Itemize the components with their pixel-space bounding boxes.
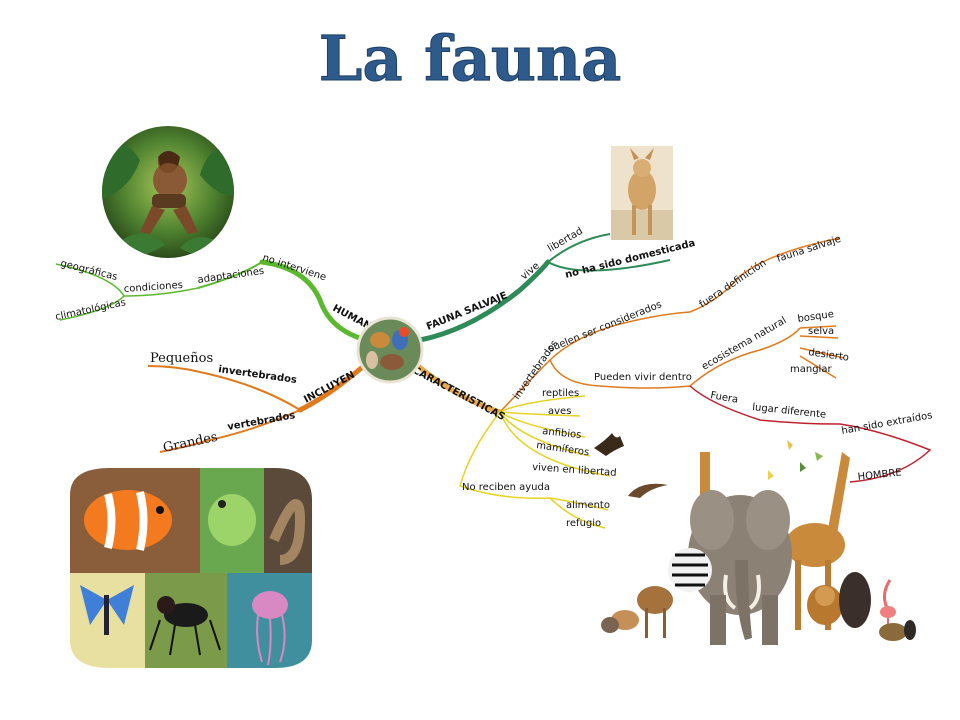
label-incluyen: INCLUYEN: [302, 370, 357, 406]
label-refugio: refugio: [566, 518, 601, 529]
label-fuera: Fuera: [709, 390, 738, 406]
label-desierto: desierto: [808, 347, 850, 364]
label-pueden-vivir: Pueden vivir dentro: [594, 372, 692, 383]
label-reptiles: reptiles: [542, 388, 579, 399]
label-invertebrados-incluyen: invertebrados: [218, 364, 298, 386]
label-vertebrados: vertebrados: [227, 410, 297, 433]
label-suelen: suelen ser considerados: [547, 299, 663, 355]
label-viven-libertad: viven en libertad: [532, 462, 617, 479]
label-fuera-definicion: fuera definición: [697, 257, 768, 311]
label-pequenos: Pequeños: [150, 351, 213, 366]
label-manglar: manglar: [790, 364, 832, 375]
flying-bird-icon: [628, 483, 668, 498]
page-title: La fauna: [319, 22, 622, 95]
label-alimento: alimento: [566, 500, 610, 511]
small-animals-collage: [70, 468, 312, 668]
jungle-man-photo: [102, 126, 234, 258]
label-extraidos: han sido extraídos: [840, 409, 933, 437]
label-anfibios: anfibios: [542, 426, 582, 441]
label-geograficas: geográficas: [59, 257, 119, 283]
animal-collage-icon: [356, 316, 424, 384]
label-caracteristicas: CARACTERISTICAS: [411, 365, 507, 423]
label-lugar-diferente: lugar diferente: [752, 402, 827, 421]
wild-canine-photo: [611, 146, 673, 240]
label-selva: selva: [808, 326, 834, 337]
wild-animals-group: [601, 440, 916, 645]
label-climatologicas: climatológicas: [54, 296, 127, 323]
label-fauna-salvaje-car: fauna salvaje: [776, 234, 843, 265]
label-condiciones: condiciones: [123, 280, 183, 295]
label-aves: aves: [548, 406, 571, 417]
eagle-icon: [594, 433, 624, 456]
label-hombre: HOMBRE: [857, 467, 902, 483]
label-bosque: bosque: [797, 309, 835, 325]
branch-incluyen: [147, 361, 369, 453]
label-no-reciben: No reciben ayuda: [462, 482, 550, 493]
label-grandes: Grandes: [162, 430, 219, 456]
branch-humano: [55, 259, 369, 343]
label-no-interviene: no interviene: [261, 252, 327, 283]
branch-fauna-salvaje: [417, 233, 671, 343]
label-no-domesticada: no ha sido domesticada: [564, 238, 696, 281]
branch-caracteristicas: [415, 237, 932, 529]
label-adaptaciones: adaptaciones: [197, 266, 265, 286]
